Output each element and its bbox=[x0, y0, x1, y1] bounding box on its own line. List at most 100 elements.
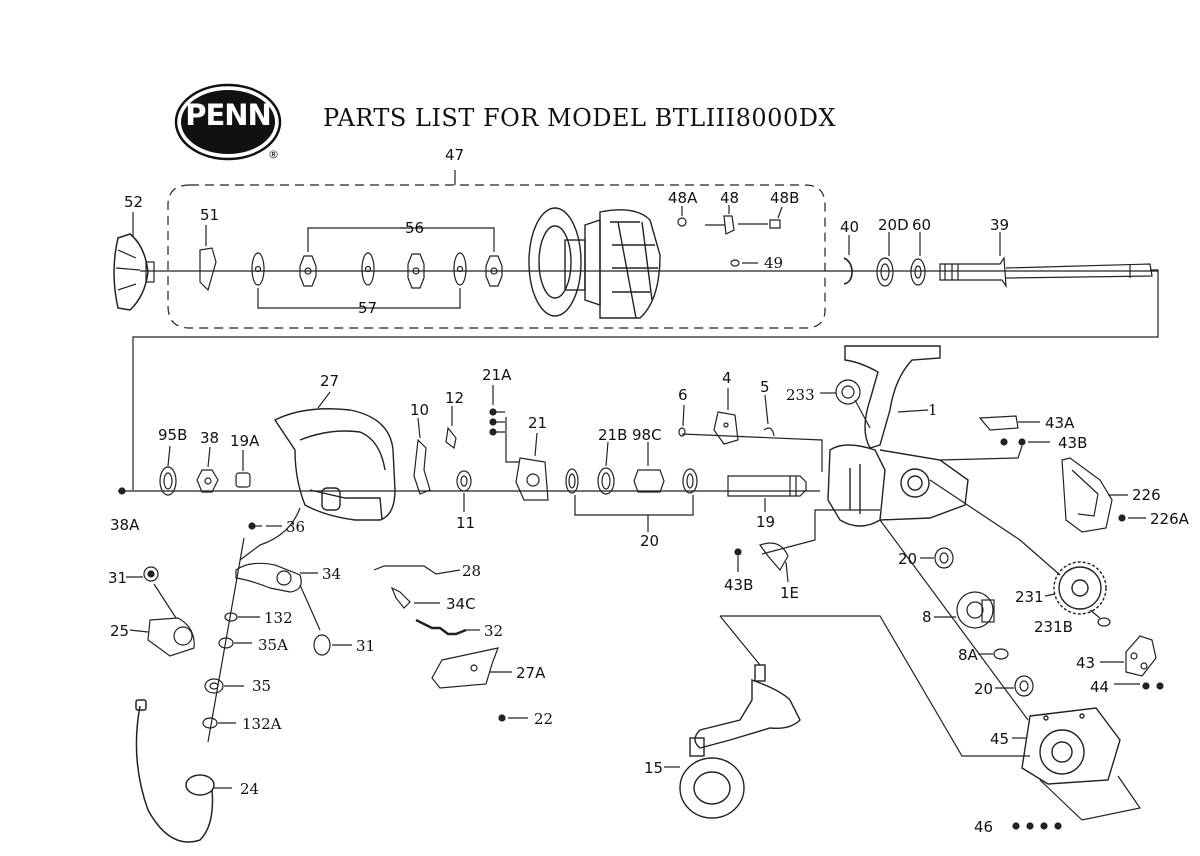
part-20d-bearing bbox=[876, 257, 894, 287]
part-233-cap bbox=[835, 379, 861, 405]
part-label-132: 132 bbox=[264, 609, 293, 627]
part-label-35: 35 bbox=[252, 677, 271, 695]
spool-group-outline bbox=[167, 184, 826, 329]
part-label-98c: 98C bbox=[632, 426, 662, 444]
part-46-screws bbox=[1012, 822, 1062, 830]
part-label-233: 233 bbox=[786, 386, 815, 404]
part-label-43b-top: 43B bbox=[1058, 434, 1087, 452]
part-label-21a: 21A bbox=[482, 366, 512, 384]
part-43b-screw-a bbox=[1000, 438, 1008, 446]
part-label-132a: 132A bbox=[242, 715, 282, 733]
part-label-21: 21 bbox=[528, 414, 547, 432]
line-roller-housing-part bbox=[147, 617, 195, 657]
part-38-nut bbox=[196, 469, 219, 493]
part-label-1: 1 bbox=[928, 401, 938, 419]
pinion-gear-part bbox=[727, 475, 807, 497]
part-label-27a: 27A bbox=[516, 664, 546, 682]
part-12 bbox=[445, 426, 457, 450]
handle-part bbox=[679, 664, 801, 819]
part-label-48: 48 bbox=[720, 189, 739, 207]
part-35-roller bbox=[204, 678, 224, 694]
part-label-51: 51 bbox=[200, 206, 219, 224]
part-label-39: 39 bbox=[990, 216, 1009, 234]
main-gear-part bbox=[1053, 561, 1107, 615]
part-label-40: 40 bbox=[840, 218, 859, 236]
part-38a-screw bbox=[118, 487, 126, 495]
part-label-45: 45 bbox=[990, 730, 1009, 748]
part-20-right-bearing bbox=[934, 547, 954, 569]
part-label-31-top: 31 bbox=[108, 569, 127, 587]
part-label-36: 36 bbox=[286, 518, 305, 536]
part-21a-screws bbox=[489, 408, 505, 436]
part-label-11: 11 bbox=[456, 514, 475, 532]
part-11-bushing bbox=[456, 470, 472, 492]
part-label-24: 24 bbox=[240, 780, 259, 798]
part-label-44: 44 bbox=[1090, 678, 1109, 696]
part-60-washer bbox=[910, 258, 926, 286]
part-4 bbox=[713, 411, 739, 445]
logo-wordmark: PENN bbox=[185, 98, 272, 132]
part-label-46: 46 bbox=[974, 818, 993, 836]
part-label-20-mid: 20 bbox=[640, 532, 659, 550]
part-label-21b: 21B bbox=[598, 426, 627, 444]
part-label-95b: 95B bbox=[158, 426, 187, 444]
part-20-bearings bbox=[565, 467, 698, 495]
part-label-60: 60 bbox=[912, 216, 931, 234]
part-label-32: 32 bbox=[484, 622, 503, 640]
part-label-43b-low: 43B bbox=[724, 576, 753, 594]
part-label-15: 15 bbox=[644, 759, 663, 777]
part-1e bbox=[759, 542, 789, 572]
main-shaft-part bbox=[939, 256, 1153, 289]
part-231b bbox=[1097, 617, 1111, 627]
part-label-4: 4 bbox=[722, 369, 732, 387]
part-21-plate bbox=[515, 457, 549, 501]
part-44-screw-b bbox=[1156, 682, 1164, 690]
part-label-20d: 20D bbox=[878, 216, 909, 234]
part-label-1e: 1E bbox=[780, 584, 799, 602]
part-95b bbox=[159, 466, 177, 496]
part-48a-shape bbox=[677, 217, 687, 227]
part-40-shape bbox=[843, 257, 853, 285]
bail-wire-part bbox=[135, 699, 215, 843]
part-34c bbox=[390, 586, 411, 609]
part-label-48a: 48A bbox=[668, 189, 698, 207]
part-label-57: 57 bbox=[358, 299, 377, 317]
pinion-drive-part bbox=[956, 591, 995, 629]
part-8a bbox=[993, 648, 1009, 660]
part-48-shape bbox=[705, 215, 781, 235]
part-132 bbox=[224, 612, 238, 622]
part-132a bbox=[202, 717, 218, 729]
part-36-screw bbox=[248, 522, 262, 530]
part-label-5: 5 bbox=[760, 378, 770, 396]
part-label-226: 226 bbox=[1132, 486, 1161, 504]
part-label-8a: 8A bbox=[958, 646, 979, 664]
part-32-spring bbox=[415, 618, 467, 636]
part-43b-low-screw bbox=[734, 548, 742, 556]
spool-clip-part bbox=[199, 247, 217, 292]
part-label-52: 52 bbox=[124, 193, 143, 211]
part-label-34: 34 bbox=[322, 565, 341, 583]
part-label-28: 28 bbox=[462, 562, 481, 580]
part-label-8: 8 bbox=[922, 608, 932, 626]
part-20-low-bearing bbox=[1014, 675, 1034, 697]
part-label-35a: 35A bbox=[258, 636, 288, 654]
part-label-43a: 43A bbox=[1045, 414, 1075, 432]
rotor-housing-part bbox=[273, 408, 396, 521]
part-label-31-low: 31 bbox=[356, 637, 375, 655]
part-44-screw-a bbox=[1142, 682, 1150, 690]
part-226-cover bbox=[1061, 457, 1113, 533]
part-22-screw bbox=[498, 714, 506, 722]
part-label-25: 25 bbox=[110, 622, 129, 640]
part-27a-cover bbox=[431, 647, 499, 689]
part-43a bbox=[978, 415, 1019, 431]
part-label-56: 56 bbox=[405, 219, 424, 237]
part-label-34c: 34C bbox=[446, 595, 476, 613]
part-label-22: 22 bbox=[534, 710, 553, 728]
part-5 bbox=[763, 427, 775, 437]
part-49-shape bbox=[730, 259, 740, 267]
drag-knob-part bbox=[113, 233, 155, 311]
part-43-lever bbox=[1125, 635, 1157, 677]
part-28 bbox=[373, 565, 461, 575]
